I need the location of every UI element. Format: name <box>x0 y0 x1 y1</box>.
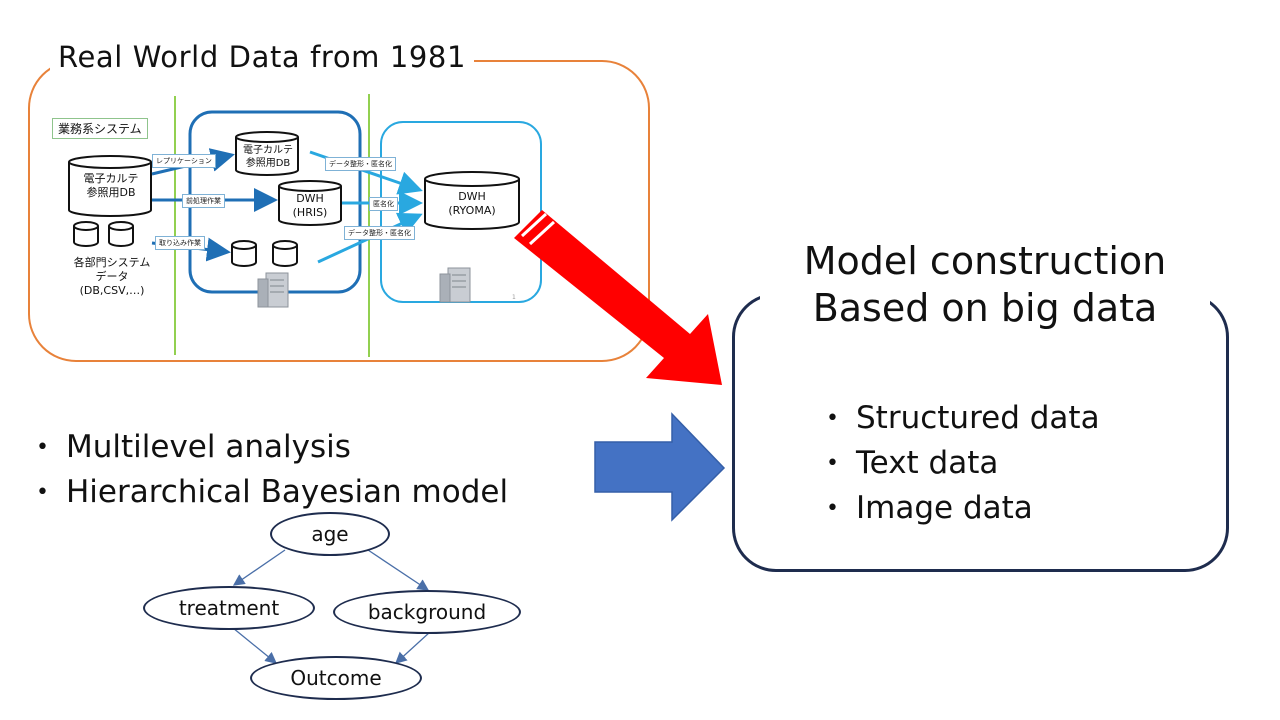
node-background: background <box>333 590 521 634</box>
dwh-ryoma-label: DWH(RYOMA) <box>448 190 496 217</box>
emr-ref-db-label: 電子カルテ参照用DB <box>243 145 293 169</box>
list-item: •Multilevel analysis <box>36 425 508 470</box>
replication-label: レプリケーション <box>152 154 216 168</box>
bullet-icon: • <box>36 435 49 460</box>
node-outcome: Outcome <box>250 656 422 700</box>
model-construction-title: Model construction Based on big data <box>760 238 1210 332</box>
list-item: •Image data <box>826 486 1100 531</box>
business-system-label: 業務系システム <box>52 118 148 139</box>
shaping-anon-label-1: データ整形・匿名化 <box>325 157 396 171</box>
preprocess-label: 前処理作業 <box>182 194 225 208</box>
bullet-icon: • <box>826 406 839 431</box>
database-icon <box>278 180 342 226</box>
list-item: •Text data <box>826 441 1100 486</box>
server-icon <box>439 267 471 303</box>
real-world-data-title: Real World Data from 1981 <box>50 40 475 74</box>
database-icon <box>73 221 298 267</box>
analysis-methods-list: •Multilevel analysis •Hierarchical Bayes… <box>36 425 508 515</box>
list-item: •Hierarchical Bayesian model <box>36 470 508 515</box>
bullet-icon: • <box>826 496 839 521</box>
list-item: •Structured data <box>826 396 1100 441</box>
page-marker: 1 <box>512 294 516 301</box>
shaping-anon-label-2: データ整形・匿名化 <box>344 226 415 240</box>
dwh-hris-label: DWH(HRIS) <box>292 192 328 219</box>
red-arrow-icon <box>514 210 722 385</box>
data-types-list: •Structured data •Text data •Image data <box>826 396 1100 531</box>
database-icon <box>235 131 299 176</box>
bullet-icon: • <box>826 451 839 476</box>
node-treatment: treatment <box>143 586 315 630</box>
blue-arrow-icon <box>594 412 726 522</box>
anonymization-label: 匿名化 <box>369 197 398 211</box>
emr-db-label: 電子カルテ参照用DB <box>83 172 139 199</box>
bullet-icon: • <box>36 480 49 505</box>
server-icon <box>257 272 289 308</box>
dept-system-label: 各部門システムデータ(DB,CSV,…) <box>73 256 151 297</box>
database-icon <box>424 171 520 230</box>
import-label: 取り込み作業 <box>155 236 205 250</box>
database-icon <box>68 155 152 217</box>
node-age: age <box>270 512 390 556</box>
